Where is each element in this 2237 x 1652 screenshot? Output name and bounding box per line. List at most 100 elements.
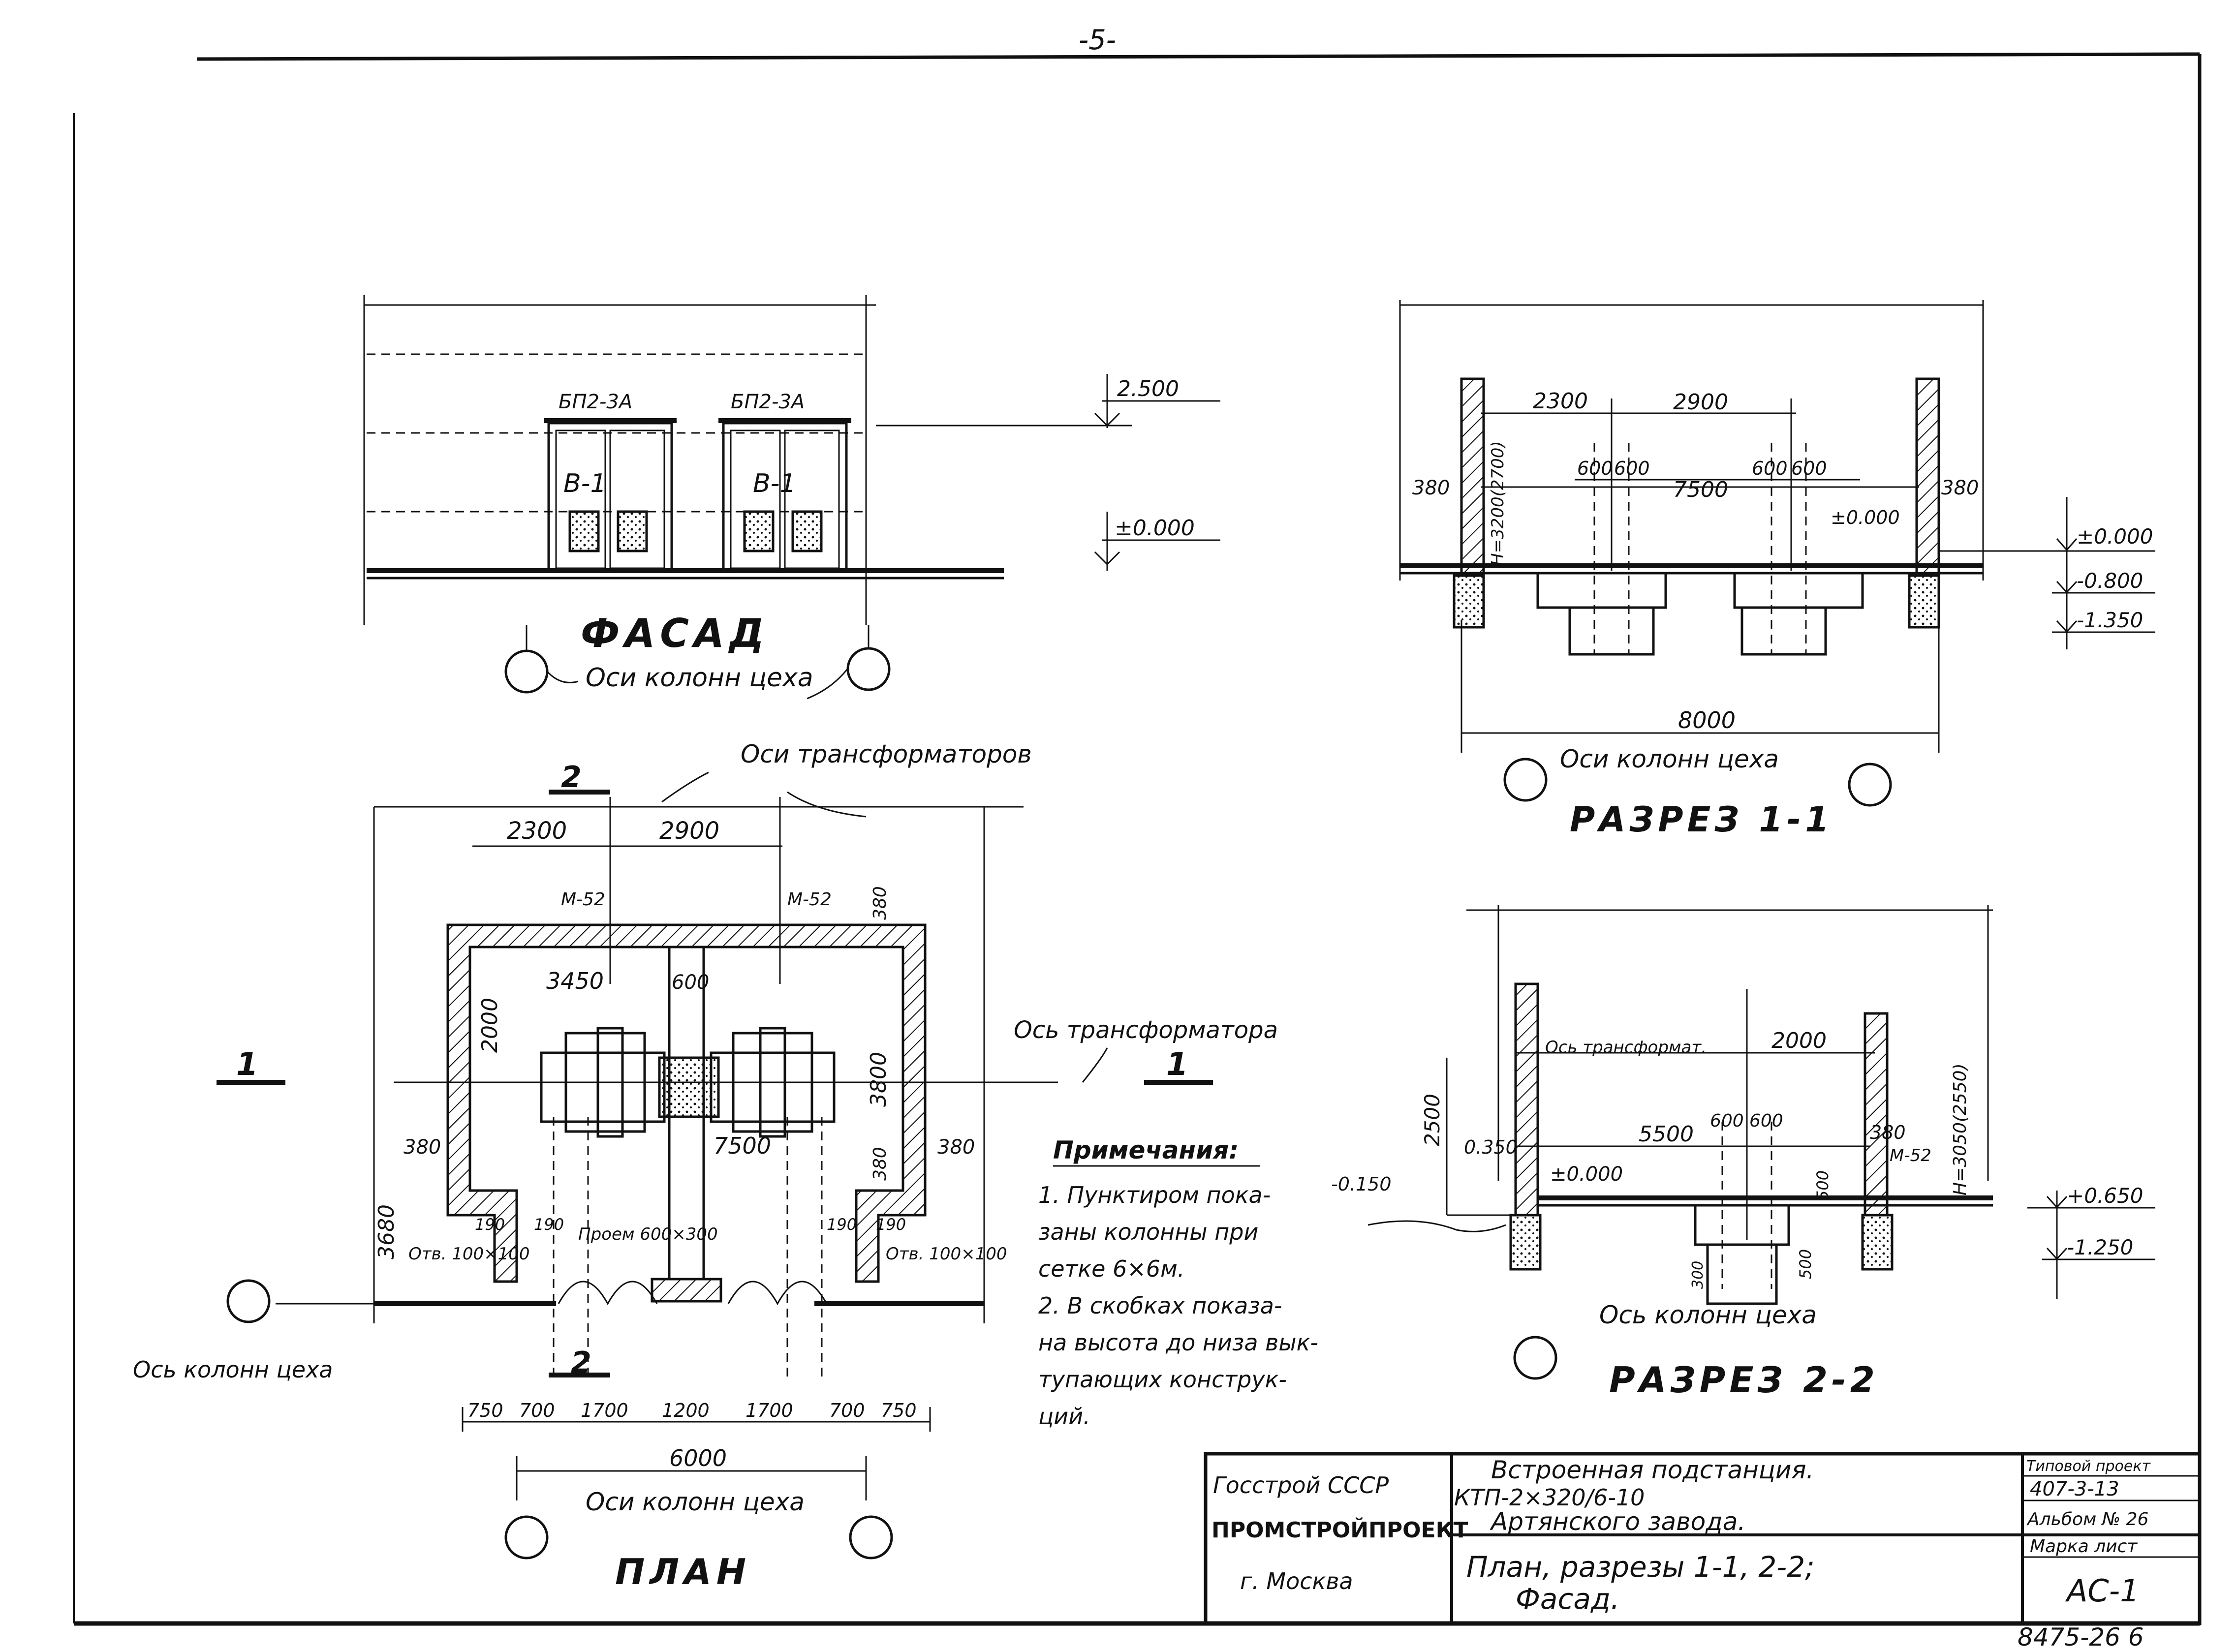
- section1-dim-380-left: 380: [1412, 477, 1450, 499]
- section2-dim-2500: 2500: [1420, 1094, 1444, 1146]
- section2-dim-600-b: 600: [1749, 1111, 1783, 1131]
- title-org-line2: ПРОМСТРОЙПРОЕКТ: [1212, 1517, 1468, 1543]
- section2-axes-caption: Ось колонн цеха: [1599, 1301, 1817, 1329]
- title-block: [1204, 1452, 2202, 1625]
- plan-title: ПЛАН: [615, 1551, 751, 1592]
- section1-axes-caption: Оси колонн цеха: [1560, 745, 1779, 773]
- plan-dim-190-c: 190: [827, 1215, 857, 1234]
- section1-dim-600-c: 600: [1752, 458, 1788, 479]
- plan-section-mark-right: 1: [1166, 1046, 1188, 1083]
- title-org-line1: Госстрой СССР: [1213, 1472, 1389, 1499]
- plan-bottom-dim: 700: [519, 1400, 555, 1421]
- facade-door-mark-left: БП2-3А: [559, 391, 632, 413]
- section2-level-2: -1.250: [2067, 1235, 2133, 1259]
- section1-level-1: -0.800: [2077, 569, 2143, 593]
- plan-dim-3450: 3450: [546, 968, 604, 994]
- section1-dim-7500: 7500: [1673, 477, 1728, 502]
- title-project-line2: КТП-2×320/6-10: [1454, 1484, 1645, 1511]
- section2-dim-5500: 5500: [1639, 1122, 1694, 1147]
- section2-level-left: -0.150: [1331, 1173, 1392, 1195]
- plan-bottom-dim: 750: [467, 1400, 503, 1421]
- plan-transformer-axes-label: Оси трансформаторов: [741, 740, 1032, 768]
- plan-dim-7500: 7500: [714, 1132, 771, 1159]
- title-type-project: Типовой проект: [2026, 1458, 2151, 1475]
- plan-bottom-dim: 1700: [581, 1400, 628, 1421]
- title-mark-sheet-label: Марка лист: [2030, 1536, 2138, 1557]
- section1-height-note: Н=3200(2700): [1488, 441, 1508, 566]
- page-number: -5-: [1079, 24, 1116, 56]
- plan-dim-600: 600: [672, 971, 709, 994]
- plan-dim-6000: 6000: [669, 1445, 727, 1471]
- section2-height-note: Н=3050(2550): [1950, 1063, 1970, 1195]
- section1-title: РАЗРЕЗ 1-1: [1570, 799, 1833, 840]
- plan-dim-2300: 2300: [507, 817, 567, 845]
- facade-level-top: 2.500: [1117, 376, 1179, 401]
- section1-dim-2900: 2900: [1673, 390, 1728, 415]
- section2-dim-300: 300: [1689, 1261, 1707, 1289]
- plan-dim-190-b: 190: [534, 1215, 564, 1234]
- section2-level-1: +0.650: [2067, 1184, 2143, 1208]
- title-footer: 8475-26 6: [2018, 1623, 2144, 1652]
- plan-dim-190-d: 190: [876, 1215, 906, 1234]
- plan-bottom-dim: 1700: [746, 1400, 793, 1421]
- notes-line: на высота до низа вык-: [1038, 1329, 1318, 1356]
- plan-dim-380-top: 380: [870, 886, 890, 920]
- facade-door-label-left: В-1: [563, 469, 607, 498]
- plan-dim-3680: 3680: [374, 1204, 399, 1259]
- plan-dim-3800: 3800: [866, 1052, 891, 1107]
- section1-level-0: ±0.000: [2077, 524, 2153, 549]
- plan-mark-m52-left: М-52: [561, 889, 605, 910]
- plan-dim-190-a: 190: [475, 1215, 505, 1234]
- section1-dim-600-d: 600: [1791, 458, 1827, 479]
- facade-title: ФАСАД: [581, 611, 769, 656]
- title-org-line3: г. Москва: [1240, 1568, 1353, 1594]
- section-1-1-view: [1399, 300, 2155, 807]
- facade-door-mark-right: БП2-3А: [731, 391, 805, 413]
- section1-dim-600-b: 600: [1614, 458, 1650, 479]
- title-project-line3: Артянского завода.: [1490, 1507, 1745, 1536]
- plan-section-mark-bottom: 2: [571, 1346, 591, 1380]
- section2-title: РАЗРЕЗ 2-2: [1609, 1359, 1879, 1401]
- section2-dim-2000: 2000: [1771, 1028, 1827, 1053]
- section1-level-2: -1.350: [2077, 608, 2143, 632]
- section2-dim-500-b: 500: [1796, 1249, 1815, 1279]
- notes-heading: Примечания:: [1053, 1136, 1239, 1164]
- plan-view: [217, 771, 1213, 1560]
- plan-bottom-dims: 750 700 1700 1200 1700 700 750: [467, 1400, 917, 1421]
- plan-dim-2000: 2000: [477, 998, 502, 1053]
- plan-dim-380-left: 380: [404, 1136, 441, 1159]
- notes-line: 1. Пунктиром пока-: [1038, 1182, 1271, 1208]
- plan-bottom-dim: 700: [829, 1400, 865, 1421]
- facade-view: [363, 295, 1220, 700]
- plan-dim-380-right: 380: [937, 1136, 975, 1159]
- title-project-code: 407-3-13: [2030, 1478, 2119, 1500]
- facade-level-zero: ±0.000: [1115, 516, 1195, 541]
- title-album: Альбом № 26: [2026, 1509, 2148, 1530]
- section1-dim-8000: 8000: [1678, 707, 1736, 734]
- plan-opening-right: Отв. 100×100: [886, 1244, 1007, 1264]
- section2-mark-m52: М-52: [1890, 1146, 1931, 1165]
- plan-bottom-dim: 750: [881, 1400, 917, 1421]
- plan-dim-2900: 2900: [659, 817, 719, 845]
- plan-section-mark-top: 2: [561, 760, 582, 795]
- plan-bottom-dim: 1200: [662, 1400, 710, 1421]
- sheet-frame: [73, 52, 2202, 1626]
- section2-dim-035: 0.350: [1464, 1136, 1518, 1158]
- title-project-line1: Встроенная подстанция.: [1491, 1456, 1814, 1484]
- notes-line: тупающих конструк-: [1038, 1366, 1287, 1393]
- plan-passage: Проем 600×300: [578, 1224, 718, 1244]
- section2-level-zero: ±0.000: [1550, 1163, 1623, 1186]
- plan-opening-left: Отв. 100×100: [408, 1244, 530, 1264]
- plan-dim-380-inner: 380: [870, 1147, 890, 1181]
- notes-line: ций.: [1038, 1403, 1090, 1430]
- section2-axis-label: Ось трансформат.: [1545, 1038, 1707, 1057]
- title-mark-sheet-value: АС-1: [2065, 1573, 2140, 1609]
- plan-mark-m52-right: М-52: [787, 889, 832, 910]
- notes-block: Примечания: 1. Пунктиром пока- заны коло…: [1038, 1136, 1318, 1430]
- plan-transformer-axis-label: Ось трансформатора: [1014, 1016, 1278, 1044]
- section1-dim-2300: 2300: [1533, 389, 1588, 414]
- facade-axes-caption: Оси колонн цеха: [586, 663, 813, 693]
- section1-level-zero-inner: ±0.000: [1831, 507, 1900, 528]
- section2-dim-500-a: 500: [1813, 1170, 1832, 1200]
